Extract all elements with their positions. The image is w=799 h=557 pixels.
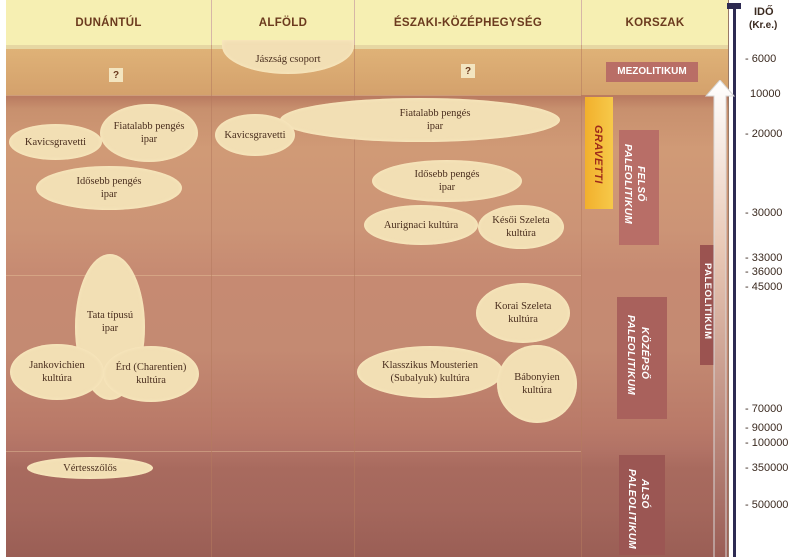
period-felso-paleolitikum: FELSŐ PALEOLITIKUM bbox=[619, 130, 659, 245]
timeline-panel bbox=[729, 0, 799, 557]
header-alfold: ALFÖLD bbox=[212, 0, 354, 45]
culture-aurignaci: Aurignaci kultúra bbox=[364, 205, 478, 245]
label: Idősebb pengés bbox=[414, 169, 480, 180]
header-divider bbox=[6, 45, 728, 49]
tick-label: - 100000 bbox=[745, 437, 789, 449]
label: KÖZÉPSŐ bbox=[639, 327, 650, 380]
label: Klasszikus Mousterien bbox=[382, 360, 478, 371]
label: kultúra bbox=[42, 373, 72, 384]
label: MEZOLITIKUM bbox=[617, 66, 687, 77]
tick-label: - 6000 bbox=[745, 53, 777, 65]
label: Kavicsgravetti bbox=[224, 129, 286, 141]
timeline-title: IDŐ bbox=[754, 6, 774, 18]
tick-label: 10000 bbox=[750, 88, 781, 100]
column-divider bbox=[354, 0, 355, 557]
label: Tata típusú bbox=[86, 310, 134, 321]
label: ipar bbox=[140, 134, 158, 145]
header-eszaki-label: ÉSZAKI-KÖZÉPHEGYSÉG bbox=[393, 16, 543, 29]
unknown-marker-dunantul: ? bbox=[109, 68, 123, 82]
culture-fiatalabb-dunantul: Fiatalabb pengés ipar bbox=[100, 104, 198, 162]
culture-korai-szeleta: Korai Szeleta kultúra bbox=[476, 283, 570, 343]
band-divider-2 bbox=[6, 275, 581, 276]
column-divider bbox=[211, 0, 212, 557]
header-dunantul: DUNÁNTÚL bbox=[6, 0, 211, 45]
label: ipar bbox=[438, 182, 456, 193]
label: Jankovichien bbox=[29, 360, 85, 371]
tick-label: - 70000 bbox=[745, 403, 783, 415]
label: PALEOLITIKUM bbox=[625, 315, 636, 396]
unknown-marker-eszaki: ? bbox=[461, 64, 475, 78]
label: Kavicsgravetti bbox=[24, 136, 87, 148]
header-dunantul-label: DUNÁNTÚL bbox=[75, 16, 142, 29]
culture-jankovichien: Jankovichien kultúra bbox=[10, 344, 104, 400]
culture-kavicsgravetti-alfold: Kavicsgravetti bbox=[215, 114, 295, 156]
tick-label: - 45000 bbox=[745, 281, 783, 293]
tick-label: - 36000 bbox=[745, 266, 783, 278]
label: PALEOLITIKUM bbox=[702, 263, 713, 340]
label: Idősebb pengés bbox=[76, 176, 142, 187]
tick-label: - 350000 bbox=[745, 462, 789, 474]
header-korszak-label: KORSZAK bbox=[625, 16, 685, 29]
column-divider bbox=[581, 0, 582, 557]
period-paleolitikum: PALEOLITIKUM bbox=[700, 245, 716, 365]
period-kozepso-paleolitikum: KÖZÉPSŐ PALEOLITIKUM bbox=[617, 297, 667, 419]
tick-label: - 20000 bbox=[745, 128, 783, 140]
tick-label: - 90000 bbox=[745, 422, 783, 434]
header-eszaki: ÉSZAKI-KÖZÉPHEGYSÉG bbox=[355, 0, 581, 45]
label: kultúra bbox=[506, 228, 536, 239]
label: Késői Szeleta bbox=[492, 215, 550, 226]
label: Bábonyien bbox=[514, 372, 560, 383]
column-divider bbox=[728, 0, 729, 557]
label: Fiatalabb pengés bbox=[113, 121, 185, 132]
label: FELSŐ bbox=[635, 166, 646, 202]
header-alfold-label: ALFÖLD bbox=[258, 16, 308, 29]
label: ipar bbox=[101, 323, 119, 334]
timeline-unit: (Kr.e.) bbox=[749, 20, 778, 31]
band-divider-3 bbox=[6, 451, 581, 452]
culture-erd: Érd (Charentien) kultúra bbox=[103, 346, 199, 402]
label: ALSÓ bbox=[639, 479, 650, 509]
unknown-marker-label: ? bbox=[464, 65, 472, 77]
culture-kavicsgravetti-dunantul: Kavicsgravetti bbox=[9, 124, 102, 160]
label: Fiatalabb pengés bbox=[399, 108, 471, 119]
period-mezolitikum: MEZOLITIKUM bbox=[606, 62, 698, 82]
period-gravetti: GRAVETTI bbox=[585, 97, 613, 209]
label: ipar bbox=[426, 121, 444, 132]
label: PALEOLITIKUM bbox=[622, 144, 633, 225]
label: Vértesszőlős bbox=[63, 462, 117, 474]
culture-idosebb-eszaki: Idősebb pengés ipar bbox=[372, 160, 522, 202]
label: Aurignaci kultúra bbox=[383, 219, 459, 231]
period-also-paleolitikum: ALSÓ PALEOLITIKUM bbox=[619, 455, 665, 555]
band-divider-1 bbox=[6, 95, 581, 96]
label: Érd (Charentien) bbox=[115, 362, 187, 373]
culture-babonyien: Bábonyien kultúra bbox=[497, 345, 577, 423]
label: kultúra bbox=[508, 314, 538, 325]
label: ipar bbox=[100, 189, 118, 200]
label: kultúra bbox=[522, 385, 552, 396]
culture-idosebb-dunantul: Idősebb pengés ipar bbox=[36, 166, 182, 210]
culture-jaszsag-label: Jászság csoport bbox=[255, 53, 321, 65]
tick-label: - 33000 bbox=[745, 252, 783, 264]
label: (Subalyuk) kultúra bbox=[390, 373, 470, 384]
label: Korai Szeleta bbox=[494, 301, 552, 312]
header-korszak: KORSZAK bbox=[582, 0, 728, 45]
timeline-axis-cap bbox=[727, 3, 741, 9]
culture-kesoi-szeleta: Késői Szeleta kultúra bbox=[478, 205, 564, 249]
label: GRAVETTI bbox=[592, 125, 604, 184]
label: kultúra bbox=[136, 375, 166, 386]
tick-label: - 500000 bbox=[745, 499, 789, 511]
culture-klasszikus-mousterien: Klasszikus Mousterien (Subalyuk) kultúra bbox=[357, 346, 503, 398]
timeline-axis bbox=[733, 8, 736, 557]
label: PALEOLITIKUM bbox=[626, 469, 637, 550]
tick-label: - 30000 bbox=[745, 207, 783, 219]
time-arrow-icon bbox=[704, 80, 736, 557]
culture-vertesszolos: Vértesszőlős bbox=[27, 457, 153, 479]
culture-fiatalabb-eszaki: Fiatalabb pengés ipar bbox=[280, 98, 560, 142]
unknown-marker-label: ? bbox=[112, 69, 120, 81]
